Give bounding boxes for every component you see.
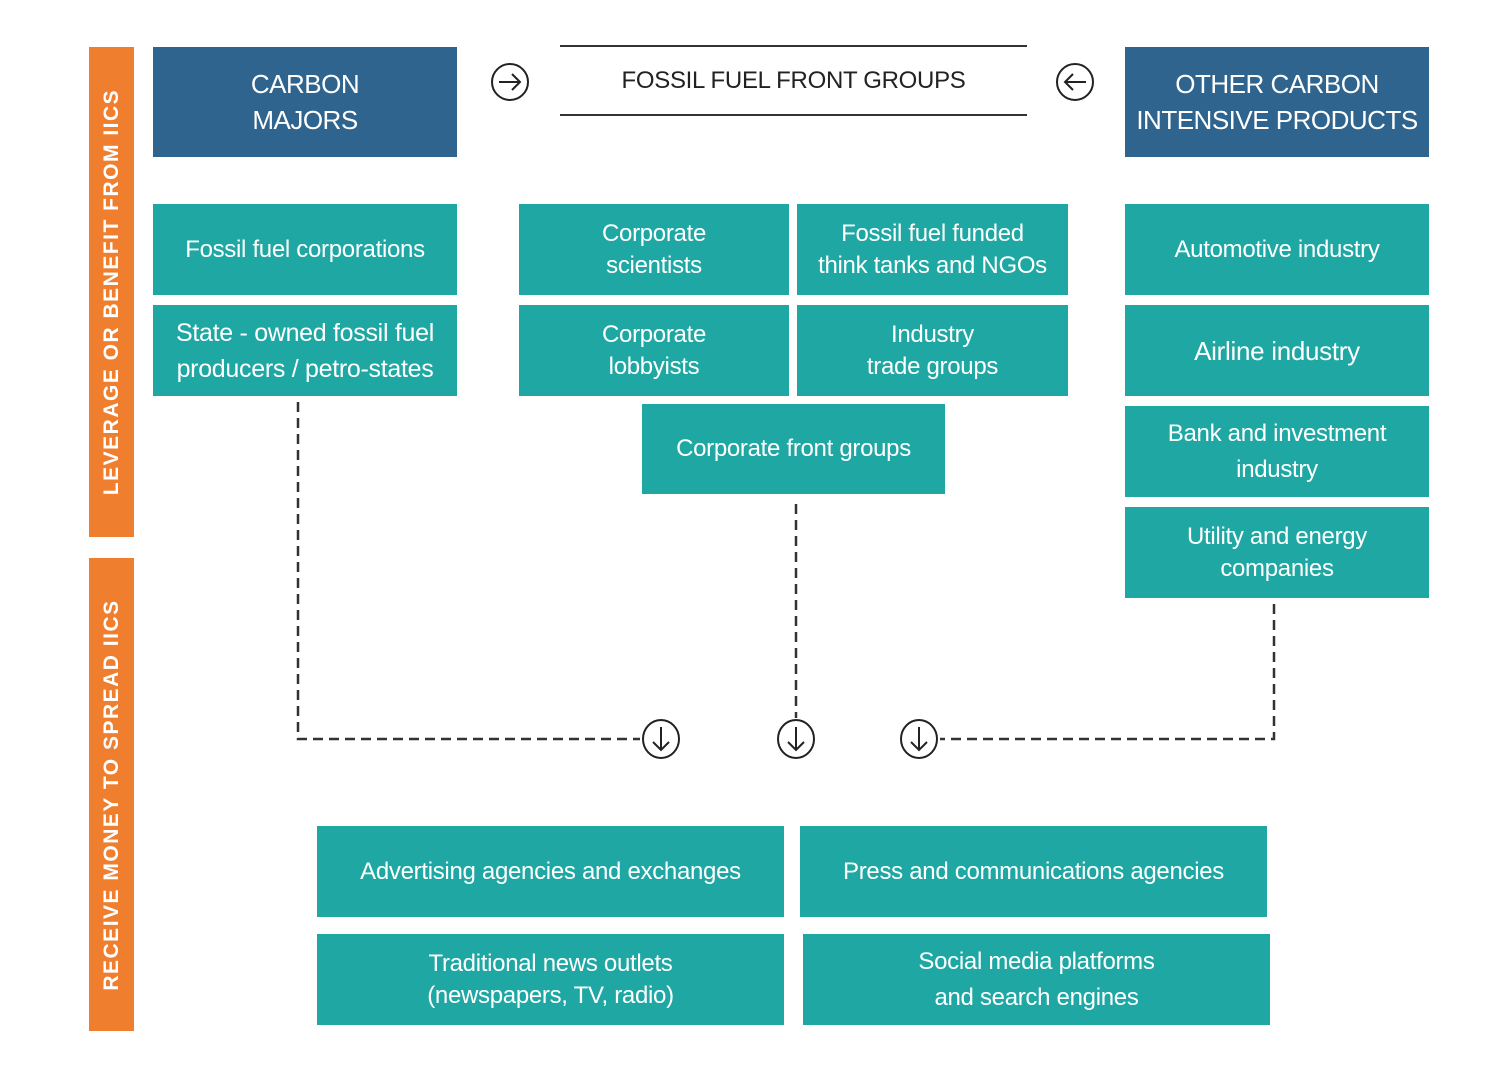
- box-fossil-fuel-corporations: Fossil fuel corporations: [153, 204, 457, 295]
- header-fossil-fuel-front-groups: FOSSIL FUEL FRONT GROUPS: [560, 45, 1027, 116]
- box-state-owned-producers: State - owned fossil fuel producers / pe…: [153, 305, 457, 396]
- box-corporate-front-groups: Corporate front groups: [642, 404, 945, 494]
- box-press-communications: Press and communications agencies: [800, 826, 1267, 917]
- box-corporate-lobbyists: Corporate lobbyists: [519, 305, 789, 396]
- side-label-receive: RECEIVE MONEY TO SPREAD IICS: [89, 558, 134, 1031]
- box-bank-investment-industry: Bank and investment industry: [1125, 406, 1429, 497]
- box-traditional-news-outlets: Traditional news outlets (newspapers, TV…: [317, 934, 784, 1025]
- box-automotive-industry: Automotive industry: [1125, 204, 1429, 295]
- arrow-down-circle-icon: [900, 719, 938, 759]
- box-think-tanks-ngos: Fossil fuel funded think tanks and NGOs: [797, 204, 1068, 295]
- connector-other-carbon: [940, 604, 1276, 741]
- box-airline-industry: Airline industry: [1125, 305, 1429, 396]
- connector-carbon-majors: [296, 402, 640, 741]
- arrow-left-circle-icon: [1056, 63, 1094, 101]
- arrow-right-circle-icon: [491, 63, 529, 101]
- box-utility-energy-companies: Utility and energy companies: [1125, 507, 1429, 598]
- arrow-down-circle-icon: [642, 719, 680, 759]
- box-corporate-scientists: Corporate scientists: [519, 204, 789, 295]
- box-industry-trade-groups: Industry trade groups: [797, 305, 1068, 396]
- side-label-leverage: LEVERAGE OR BENEFIT FROM IICS: [89, 47, 134, 537]
- header-other-carbon-intensive: OTHER CARBON INTENSIVE PRODUCTS: [1125, 47, 1429, 157]
- arrow-down-circle-icon: [777, 719, 815, 759]
- header-carbon-majors: CARBON MAJORS: [153, 47, 457, 157]
- box-social-media-platforms: Social media platforms and search engine…: [803, 934, 1270, 1025]
- box-advertising-agencies: Advertising agencies and exchanges: [317, 826, 784, 917]
